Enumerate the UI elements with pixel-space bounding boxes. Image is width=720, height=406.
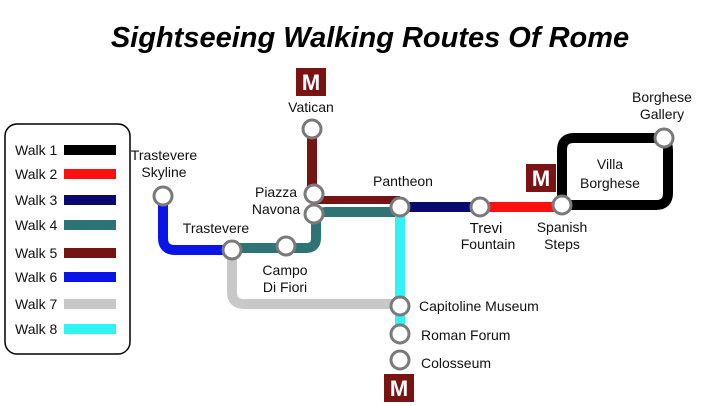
legend-swatch	[64, 299, 116, 309]
station-trevi-fountain[interactable]	[469, 196, 491, 218]
label-borghese-gallery-line1: Borghese	[632, 89, 692, 105]
label-trastevere: Trastevere	[183, 220, 250, 236]
label-steps: Steps	[544, 236, 580, 252]
legend-swatch	[64, 145, 116, 155]
legend-swatch	[64, 272, 116, 282]
label-pantheon: Pantheon	[373, 173, 433, 189]
label-spanish: Spanish	[537, 219, 588, 235]
legend-label: Walk 4	[15, 217, 57, 233]
metro-icon-letter: M	[390, 376, 408, 401]
station-labels: Vatican Trastevere Skyline Piazza Navona…	[131, 89, 692, 371]
station-trastevere-skyline[interactable]	[152, 185, 174, 207]
legend-label: Walk 6	[15, 269, 57, 285]
metro-icon-spanish-steps: M	[526, 164, 556, 192]
legend-item: Walk 4	[15, 217, 116, 233]
station-piazza[interactable]	[303, 183, 325, 205]
label-trevi: Trevi	[470, 220, 503, 237]
station-roman-forum[interactable]	[389, 323, 411, 345]
station-campo-di-fiori[interactable]	[275, 235, 297, 257]
legend-swatch	[64, 324, 116, 334]
legend-swatch	[64, 195, 116, 205]
label-piazza: Piazza	[255, 184, 297, 200]
legend-label: Walk 8	[15, 321, 57, 337]
station-capitoline-museum[interactable]	[389, 295, 411, 317]
label-vatican: Vatican	[288, 99, 334, 115]
legend-item: Walk 5	[15, 245, 116, 261]
legend: Walk 1 Walk 2 Walk 3 Walk 4 Walk 5 Walk 6 Walk…	[4, 123, 131, 355]
stations	[152, 118, 675, 371]
metro-icon-vatican: M	[296, 68, 326, 96]
legend-item: Walk 2	[15, 166, 116, 182]
legend-swatch	[64, 169, 116, 179]
label-roman-forum: Roman Forum	[421, 327, 510, 343]
legend-frame	[4, 123, 131, 355]
label-trastevere-skyline-line2: Skyline	[141, 164, 186, 180]
station-navona[interactable]	[303, 203, 325, 225]
legend-swatch	[64, 220, 116, 230]
label-fountain: Fountain	[461, 236, 515, 252]
label-campo: Campo	[262, 262, 307, 278]
metro-icon-colosseum: M	[384, 374, 414, 402]
label-villa: Villa	[597, 156, 623, 172]
label-capitoline-museum: Capitoline Museum	[419, 298, 539, 314]
label-borghese-gallery-line2: Gallery	[640, 106, 684, 122]
metro-icon-bg	[526, 164, 556, 192]
station-spanish-steps[interactable]	[551, 194, 573, 216]
station-pantheon[interactable]	[389, 196, 411, 218]
metro-icon-bg	[296, 68, 326, 96]
label-borghese: Borghese	[580, 175, 640, 191]
station-trastevere[interactable]	[221, 239, 243, 261]
legend-label: Walk 2	[15, 166, 57, 182]
legend-item: Walk 3	[15, 192, 116, 208]
legend-label: Walk 5	[15, 245, 57, 261]
label-navona: Navona	[252, 201, 300, 217]
walk-7-line	[227, 250, 398, 309]
legend-label: Walk 1	[15, 142, 57, 158]
label-di-fiori: Di Fiori	[263, 279, 307, 295]
legend-item: Walk 6	[15, 269, 116, 285]
map-title: Sightseeing Walking Routes Of Rome	[111, 22, 629, 54]
legend-label: Walk 3	[15, 192, 57, 208]
station-borghese-gallery[interactable]	[653, 127, 675, 149]
legend-label: Walk 7	[15, 296, 57, 312]
station-vatican[interactable]	[301, 118, 323, 140]
station-colosseum[interactable]	[389, 349, 411, 371]
legend-swatch	[64, 248, 116, 258]
legend-item: Walk 7	[15, 296, 116, 312]
metro-icon-bg	[384, 374, 414, 402]
label-trastevere-skyline-line1: Trastevere	[131, 147, 198, 163]
walk-6-line	[158, 194, 232, 255]
metro-icon-letter: M	[302, 70, 320, 95]
label-colosseum: Colosseum	[421, 355, 491, 371]
metro-icon-letter: M	[532, 166, 550, 191]
legend-item: Walk 8	[15, 321, 116, 337]
legend-item: Walk 1	[15, 142, 116, 158]
